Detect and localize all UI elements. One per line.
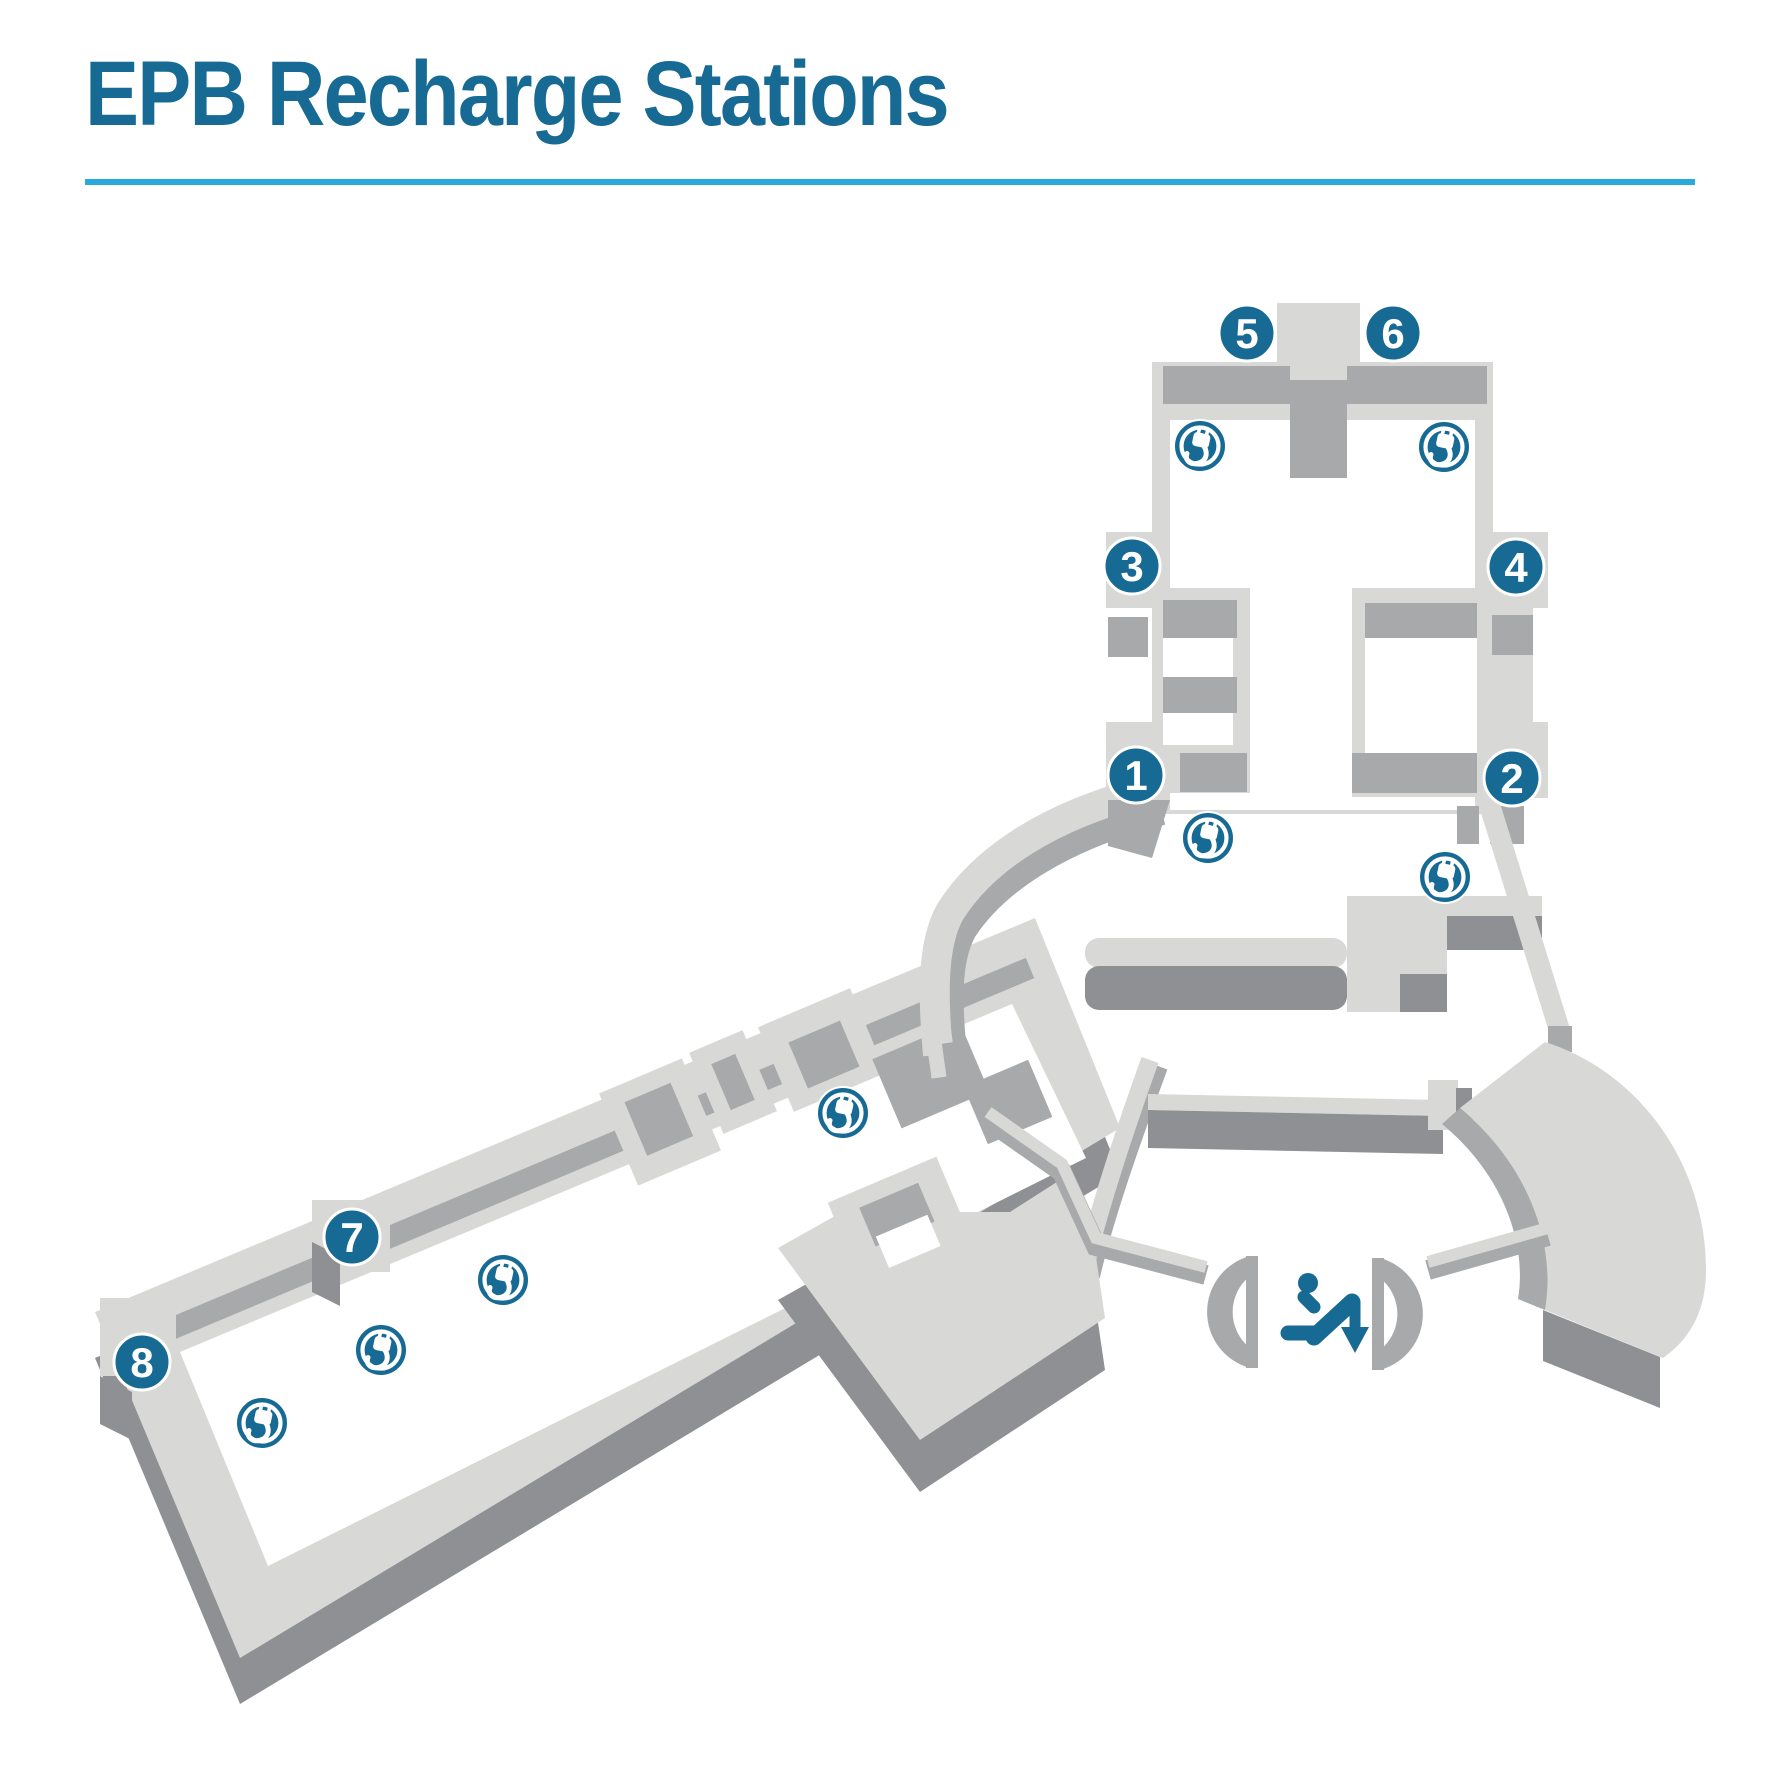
station-marker-5: 5 [1217, 303, 1277, 363]
terminal-left-rooms [1158, 588, 1250, 793]
plug-icon [1181, 811, 1235, 865]
plug-icon [816, 1086, 870, 1140]
south-walls [982, 1107, 1551, 1370]
terminal-top-vestibule [1277, 303, 1360, 378]
station-marker-1: 1 [1106, 745, 1166, 805]
wing-top-wall [135, 957, 1035, 1353]
svg-text:4: 4 [1504, 544, 1528, 591]
page-title: EPB Recharge Stations [85, 43, 950, 145]
platform-room [827, 1156, 973, 1288]
svg-text:1: 1 [1124, 752, 1147, 799]
station-marker-2: 2 [1482, 748, 1542, 808]
svg-text:7: 7 [340, 1214, 363, 1261]
hub-curved-wall [919, 775, 1166, 1080]
station-marker-4: 4 [1486, 537, 1546, 597]
station-marker-8: 8 [112, 1332, 172, 1392]
plug-icon [235, 1396, 289, 1450]
svg-text:2: 2 [1500, 755, 1523, 802]
terminal-top-wall-left [1163, 366, 1290, 404]
curved-wedge-ramp [1442, 1042, 1706, 1408]
title-underline [85, 179, 1695, 185]
terminal-top-wall-right [1347, 366, 1487, 404]
station-marker-6: 6 [1363, 303, 1423, 363]
center-platform [778, 1156, 1105, 1492]
svg-text:3: 3 [1120, 543, 1143, 590]
plug-icon [354, 1323, 408, 1377]
plug-icon [1173, 419, 1227, 473]
plug-icon [476, 1253, 530, 1307]
escalator-door-right [1372, 1258, 1423, 1370]
escalator-down-icon [1280, 1273, 1369, 1353]
svg-text:6: 6 [1381, 310, 1404, 357]
station-marker-3: 3 [1102, 536, 1162, 596]
hub-desk [1085, 896, 1542, 1012]
escalator-door-left [1207, 1256, 1258, 1368]
plug-icon [1417, 420, 1471, 474]
terminal-top-wall-step [1290, 380, 1347, 478]
svg-text:8: 8 [130, 1339, 153, 1386]
hub-tail-wall [1075, 1056, 1472, 1279]
plug-icon [1418, 850, 1472, 904]
outlet-layer [235, 419, 1472, 1450]
station-layer: 1 2 3 4 5 6 7 8 [112, 303, 1546, 1392]
wing-interior [180, 1004, 1086, 1566]
east-corridor [1477, 800, 1572, 1035]
station-marker-7: 7 [322, 1207, 382, 1267]
svg-text:5: 5 [1235, 310, 1258, 357]
